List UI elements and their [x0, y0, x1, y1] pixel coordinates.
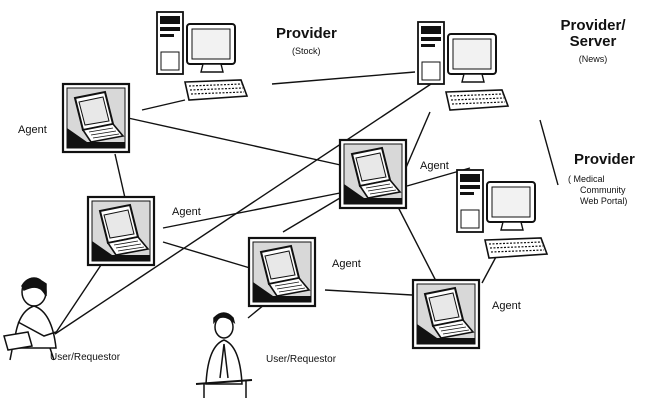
link	[114, 153, 126, 199]
link	[481, 254, 498, 284]
provider-news-title: Provider/ Server	[548, 18, 638, 50]
agent-1-laptop	[61, 82, 131, 154]
agent-1-label: Agent	[18, 124, 47, 136]
agent-5-label: Agent	[492, 300, 521, 312]
provider-stock-computer	[156, 11, 248, 101]
agent-3-label: Agent	[420, 160, 449, 172]
link	[271, 71, 416, 85]
user-requestor-1-figure	[3, 277, 57, 361]
user-requestor-2-label: User/Requestor	[266, 354, 337, 365]
user-requestor-2-figure	[195, 312, 253, 398]
provider-stock-title: Provider	[276, 25, 337, 42]
link	[539, 119, 559, 186]
provider-medical-subtitle: ( Medical Community Web Portal)	[568, 174, 627, 207]
provider-medical-sub-line1: ( Medical	[568, 174, 605, 184]
link	[127, 117, 346, 167]
agent-4-label: Agent	[332, 258, 361, 270]
agent-2-label: Agent	[172, 206, 201, 218]
provider-medical-title: Provider	[574, 151, 635, 168]
provider-medical-computer	[456, 169, 548, 259]
link	[396, 204, 438, 284]
link	[404, 111, 431, 171]
agent-2-laptop	[86, 195, 156, 267]
agent-5-laptop	[411, 278, 481, 350]
provider-medical-sub-line2: Community	[580, 185, 626, 195]
link	[282, 194, 346, 233]
provider-medical-sub-line3: Web Portal)	[580, 196, 628, 206]
link	[141, 99, 186, 111]
provider-news-computer	[417, 21, 509, 111]
link	[162, 241, 251, 269]
provider-stock-subtitle: (Stock)	[292, 46, 321, 56]
provider-news-title-line1: Provider/	[560, 17, 626, 34]
provider-news-title-line2: Server	[569, 33, 617, 50]
provider-news-subtitle: (News)	[578, 54, 608, 64]
user-requestor-1-label: User/Requestor	[50, 352, 121, 363]
link	[54, 79, 438, 335]
agent-3-laptop	[338, 138, 408, 210]
link	[162, 191, 346, 229]
link	[324, 289, 413, 296]
agent-4-laptop	[247, 236, 317, 308]
